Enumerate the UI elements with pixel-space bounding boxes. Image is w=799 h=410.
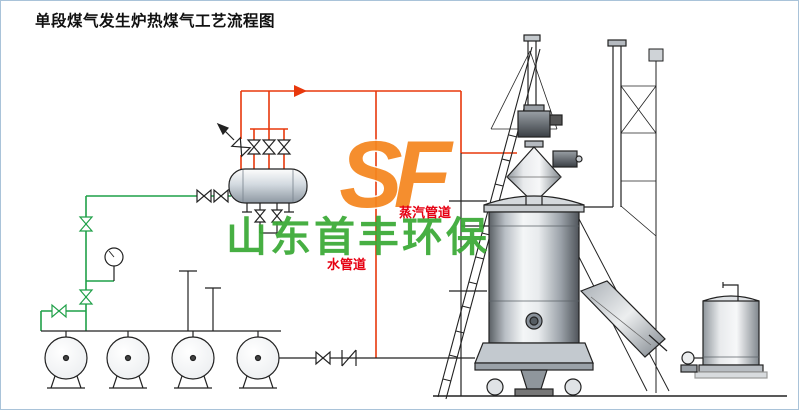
watermark-company: 山东首丰环保 xyxy=(226,214,490,260)
water-pipes xyxy=(40,195,231,331)
frame-leg xyxy=(449,153,489,396)
gas-generator-assembly xyxy=(433,34,787,400)
check-valve xyxy=(341,349,357,367)
water-valve xyxy=(78,289,94,305)
bell-hopper xyxy=(506,140,583,204)
right-frame xyxy=(578,48,670,393)
water-valves xyxy=(51,216,94,319)
steam-to-generator xyxy=(460,91,517,154)
pump xyxy=(171,331,215,389)
steam-pipe-label: 蒸汽管道 xyxy=(399,205,451,220)
generator-vessel xyxy=(483,195,585,344)
water-pipe-label: 水管道 xyxy=(327,257,366,272)
water-pumps xyxy=(44,331,280,389)
steam-pipes xyxy=(240,90,517,358)
drum-drain-valves xyxy=(253,203,284,234)
level-indicators xyxy=(179,270,221,331)
cyclone-chute xyxy=(579,280,668,358)
steam-drum xyxy=(228,168,308,213)
water-valve xyxy=(78,216,94,232)
flow-arrow-icon xyxy=(294,85,307,97)
steam-outlet-valves xyxy=(246,139,292,155)
coal-feeder xyxy=(517,34,563,138)
page-title: 单段煤气发生炉热煤气工艺流程图 xyxy=(35,11,275,30)
discharge-valve xyxy=(315,350,331,366)
seal-water-tank xyxy=(680,282,768,379)
safety-valve xyxy=(216,122,252,158)
ash-pan-base xyxy=(474,342,594,397)
pump xyxy=(44,331,88,389)
feed-water-valves xyxy=(196,188,229,204)
pressure-gauge xyxy=(104,247,124,281)
pump xyxy=(236,331,280,389)
water-valve xyxy=(51,303,67,319)
offtake-pipe xyxy=(584,39,627,208)
equipment xyxy=(41,34,787,400)
steam-drop-center xyxy=(250,91,288,169)
pump xyxy=(106,331,150,389)
